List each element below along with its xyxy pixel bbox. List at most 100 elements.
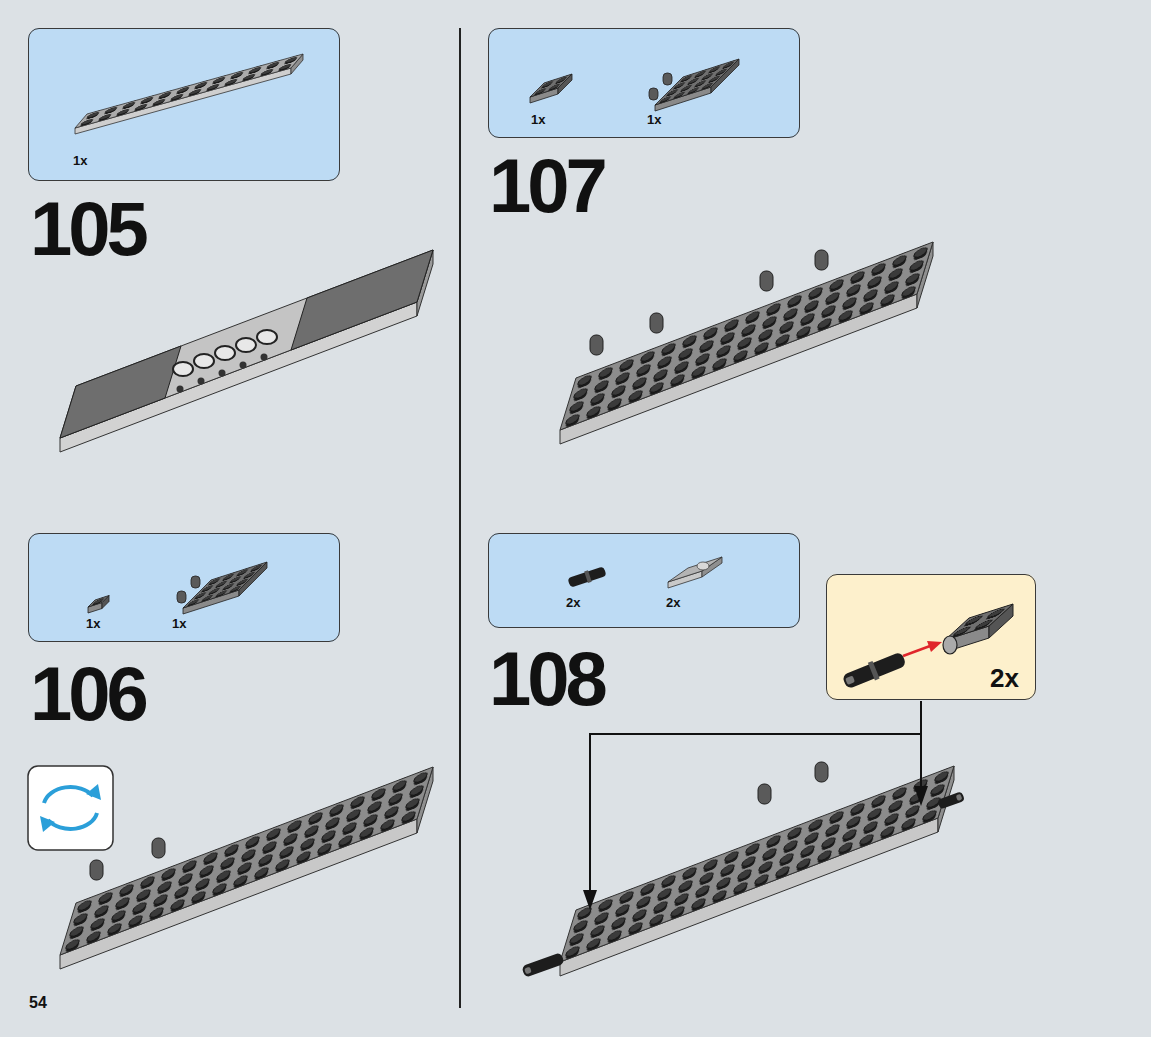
side-hole (943, 636, 957, 654)
parts-callout: 2x 2x (488, 533, 800, 628)
plate-underside (60, 250, 433, 438)
hinge-clip (649, 88, 658, 100)
rotate-icon (28, 766, 113, 850)
pin (567, 565, 607, 588)
tube (215, 346, 235, 360)
rotate-arc (48, 813, 97, 829)
studs (945, 604, 1013, 640)
part-quantity: 1x (86, 617, 100, 632)
plate-top (945, 604, 1013, 640)
callout-arrows (583, 701, 928, 910)
plate-1x1 (88, 596, 109, 614)
sub-step-callout: 2x (826, 574, 1036, 700)
hinge-clip (758, 784, 771, 804)
pin (521, 952, 565, 978)
plate-side (75, 68, 291, 134)
plate-with-side-hole (943, 604, 1013, 654)
plate-2x2-hole (668, 557, 722, 588)
tube (257, 330, 277, 344)
pin-body (521, 952, 565, 978)
hinge-clip (663, 73, 672, 85)
rotate-arc (44, 787, 93, 803)
part-quantity: 2x (666, 596, 680, 611)
part-quantity: 1x (172, 617, 186, 632)
studs (560, 242, 933, 430)
model-top (560, 766, 954, 962)
studs (183, 562, 267, 608)
tile (291, 250, 433, 350)
pin-body (937, 791, 965, 809)
studs (88, 596, 109, 608)
hinge-clip (152, 838, 165, 858)
model-top (60, 767, 433, 955)
leader-line (920, 701, 922, 788)
studs (75, 54, 303, 128)
tube (236, 338, 256, 352)
hinge-clip (90, 860, 103, 880)
model-top (560, 242, 933, 430)
model-108 (521, 762, 965, 978)
tube (194, 354, 214, 368)
model-107 (560, 242, 933, 444)
step-number: 108 (489, 641, 604, 717)
plate-2x2 (530, 74, 572, 103)
pin-end (524, 967, 532, 975)
pin-body (567, 566, 606, 587)
part-quantity: 1x (531, 113, 545, 128)
pin-hole (261, 354, 268, 361)
studs (530, 74, 572, 97)
hinge-clip (177, 591, 186, 603)
tile (60, 346, 181, 438)
parts-callout: 1x1x (488, 28, 800, 138)
hinge-clip (815, 250, 828, 270)
parts-box-fill (28, 533, 340, 642)
parts-callout: 1x (28, 28, 340, 181)
pin-hole (240, 362, 247, 369)
arrowhead (914, 786, 928, 806)
callout-fills (28, 28, 1036, 700)
parts-callout: 1x 1x (28, 533, 340, 642)
hinge-plate-4x4 (177, 562, 267, 614)
hinge-clip (650, 313, 663, 333)
pin-hole (198, 378, 205, 385)
plate-top (530, 74, 572, 97)
pin-hole (219, 370, 226, 377)
pin-end (845, 675, 855, 684)
studs (655, 59, 739, 105)
model-106 (60, 767, 433, 969)
column-divider (459, 28, 461, 1008)
pin-hole (177, 386, 184, 393)
sub-step-fill (826, 574, 1036, 700)
hole (697, 562, 709, 570)
hinge-clip (191, 576, 200, 588)
plate-top (75, 54, 303, 128)
part-quantity: 2x (566, 596, 580, 611)
pin (937, 791, 965, 809)
hinge-clip (760, 271, 773, 291)
icon-frame (28, 766, 113, 850)
pin-body (842, 652, 907, 690)
insert-arrow (903, 646, 930, 656)
pin (841, 650, 907, 692)
leader-line (590, 734, 921, 892)
parts-box-fill (28, 28, 340, 181)
tube (173, 362, 193, 376)
page-number: 54 (29, 995, 47, 1011)
parts-box-fill (488, 533, 800, 628)
parts-box-fill (488, 28, 800, 138)
pin-end (956, 794, 963, 801)
studs (560, 766, 954, 962)
rotate-arrowhead (40, 816, 55, 832)
hinge-clip (815, 762, 828, 782)
step-number: 106 (30, 656, 145, 732)
step-number: 107 (489, 148, 604, 224)
pin-collar (868, 661, 880, 680)
quantity-label: 2x (990, 664, 1019, 694)
hinge-plate-4x4 (649, 59, 739, 111)
pin-collar (584, 570, 592, 583)
plate-top (183, 562, 267, 608)
plate-2x12 (75, 54, 303, 134)
rotate-arrowhead (86, 784, 101, 800)
plate-top (88, 596, 109, 608)
step-number: 105 (30, 191, 145, 267)
